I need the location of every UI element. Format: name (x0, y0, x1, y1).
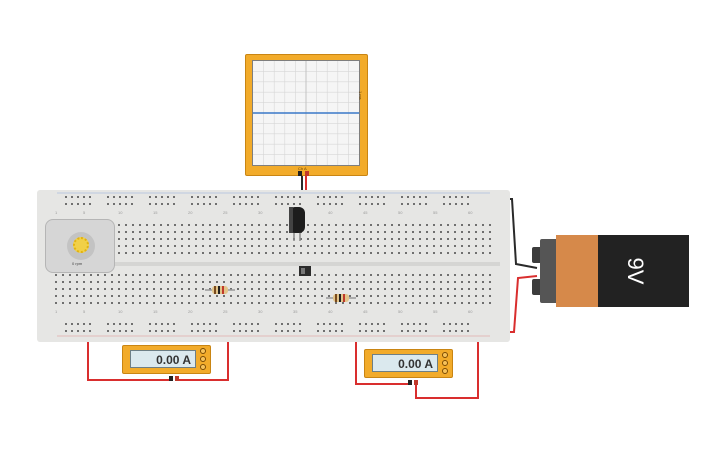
battery-cap (540, 239, 558, 303)
column-number: 10 (118, 309, 123, 314)
column-number: 15 (153, 210, 158, 215)
multimeter-right-knob-2[interactable] (442, 360, 448, 366)
battery-terminal-negative[interactable] (532, 247, 542, 263)
multimeter-right-knob-3[interactable] (442, 368, 448, 374)
column-number: 10 (118, 210, 123, 215)
column-number: 45 (363, 309, 368, 314)
dc-motor[interactable]: 0 rpm (45, 219, 115, 273)
multimeter-left[interactable]: 0.00 A (122, 345, 211, 374)
column-number: 55 (433, 210, 438, 215)
column-number: 30 (258, 309, 263, 314)
column-number: 35 (293, 309, 298, 314)
battery-9v[interactable]: 9V (532, 235, 689, 307)
multimeter-right-display: 0.00 A (372, 354, 438, 372)
oscilloscope[interactable]: 1 ms Ch A (245, 54, 368, 176)
column-number: 15 (153, 309, 158, 314)
motor-rpm-label: 0 rpm (72, 261, 83, 266)
multimeter-right-knob-1[interactable] (442, 352, 448, 358)
multimeter-right[interactable]: 0.00 A (364, 349, 453, 378)
multimeter-left-knob-3[interactable] (200, 364, 206, 370)
column-number: 25 (223, 210, 228, 215)
resistor-right[interactable] (326, 292, 356, 304)
column-number: 25 (223, 309, 228, 314)
column-number: 50 (398, 309, 403, 314)
multimeter-left-knob-2[interactable] (200, 356, 206, 362)
column-number: 5 (83, 309, 86, 314)
multimeter-left-knob-1[interactable] (200, 348, 206, 354)
resistor-left[interactable] (205, 284, 235, 296)
column-number: 1 (55, 309, 58, 314)
battery-terminal-positive[interactable] (532, 279, 542, 295)
slide-switch[interactable] (298, 264, 312, 278)
oscilloscope-grid (253, 61, 359, 165)
column-number: 60 (468, 309, 473, 314)
multimeter-left-display: 0.00 A (130, 350, 196, 368)
oscilloscope-time-label: 1 ms (358, 91, 363, 100)
column-number: 20 (188, 309, 193, 314)
column-number: 45 (363, 210, 368, 215)
oscilloscope-screen (252, 60, 360, 166)
breadboard-holes (47, 192, 500, 337)
column-number: 20 (188, 210, 193, 215)
column-number: 50 (398, 210, 403, 215)
capacitor[interactable] (287, 205, 307, 241)
gear-icon (73, 237, 89, 253)
battery-copper-band (556, 235, 598, 307)
column-number: 5 (83, 210, 86, 215)
column-number: 1 (55, 210, 58, 215)
column-number: 40 (328, 309, 333, 314)
column-number: 60 (468, 210, 473, 215)
column-number: 40 (328, 210, 333, 215)
oscilloscope-channel-label: Ch A (298, 166, 307, 171)
battery-label: 9V (623, 257, 648, 285)
column-number: 30 (258, 210, 263, 215)
column-number: 55 (433, 309, 438, 314)
